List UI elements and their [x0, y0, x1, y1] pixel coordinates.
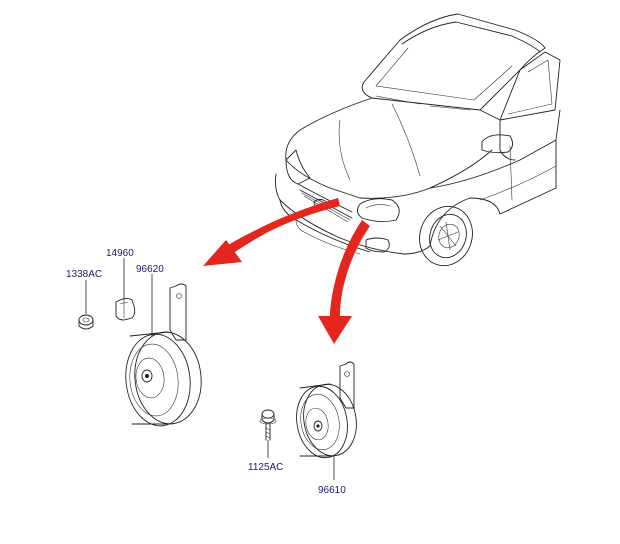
bracket-clip [115, 297, 136, 321]
bolt [259, 409, 277, 441]
part-label-96610: 96610 [318, 485, 346, 496]
leader-lines [85, 258, 335, 480]
car-illustration [275, 13, 561, 267]
callout-arrow-right [318, 220, 370, 344]
callout-arrow-left [203, 198, 340, 266]
part-label-1338ac: 1338AC [66, 269, 102, 280]
nut [78, 314, 94, 330]
part-label-1125ac: 1125AC [248, 462, 283, 473]
left-horn [125, 283, 202, 427]
part-label-96620: 96620 [136, 264, 164, 275]
part-label-14960: 14960 [106, 248, 134, 259]
right-horn [296, 361, 357, 459]
